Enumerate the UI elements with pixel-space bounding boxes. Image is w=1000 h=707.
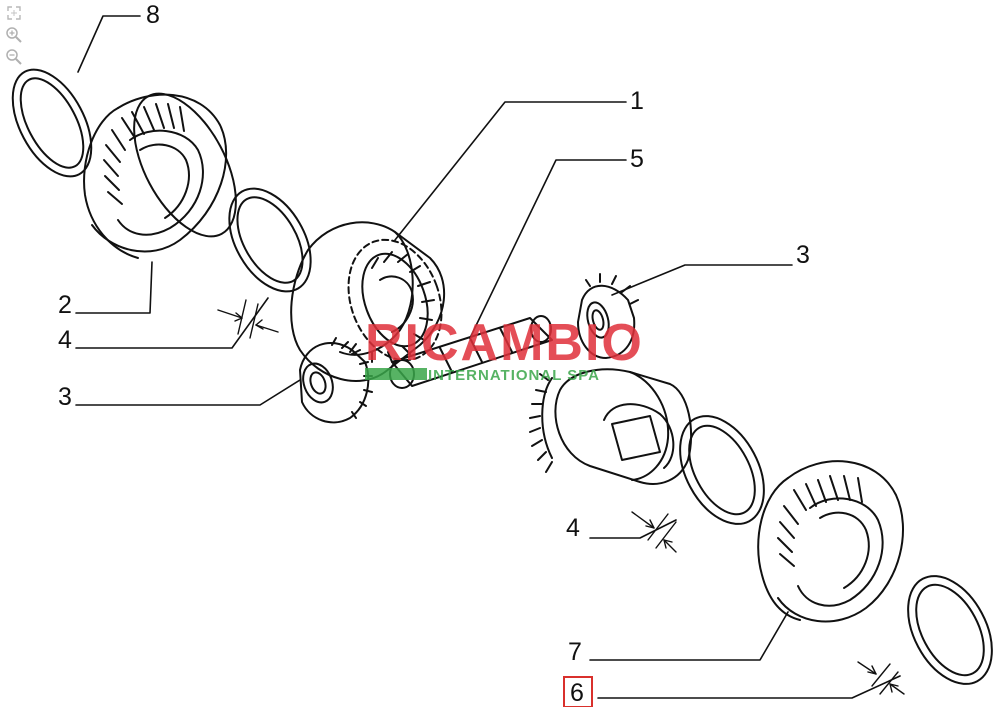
leader-line-7 (589, 611, 789, 661)
differential-case-right[interactable] (529, 368, 693, 485)
watermark-tagline: INTERNATIONAL SPA (428, 367, 600, 384)
thickness-arrow-4-left (217, 299, 279, 339)
callout-8[interactable]: 8 (146, 1, 160, 29)
differential-case-1[interactable] (290, 221, 457, 382)
callout-6[interactable]: 6 (570, 679, 584, 707)
bevel-gear-3-right[interactable] (577, 273, 639, 359)
bearing-7[interactable] (757, 460, 904, 623)
leader-line-4-left (75, 297, 269, 349)
seal-ring-6[interactable] (891, 562, 1000, 698)
callout-1[interactable]: 1 (630, 87, 644, 115)
callout-4-left[interactable]: 4 (58, 326, 72, 354)
callout-5[interactable]: 5 (630, 145, 644, 173)
seal-ring-8[interactable] (0, 57, 107, 189)
callout-7[interactable]: 7 (568, 638, 582, 666)
zoom-in-icon (6, 27, 22, 43)
thickness-arrow-4-right (631, 511, 677, 553)
selected-callout-highlight (563, 676, 593, 707)
leader-line-4-right (589, 519, 677, 539)
viewer-toolbar (4, 4, 26, 66)
watermark-green-bar (365, 368, 427, 380)
fit-to-screen-icon (7, 6, 21, 20)
zoom-in-button[interactable] (4, 26, 24, 44)
leader-line-3-right (611, 264, 793, 296)
watermark: RICAMBIO INTERNATIONAL SPA (365, 314, 644, 384)
callout-3-left[interactable]: 3 (58, 383, 72, 411)
thickness-arrow-6 (857, 661, 905, 695)
leader-line-2 (75, 261, 153, 314)
zoom-out-icon (6, 49, 22, 65)
fit-to-screen-button[interactable] (4, 4, 24, 22)
bearing-2[interactable] (74, 61, 286, 269)
leader-line-1 (394, 101, 627, 241)
callout-3-right[interactable]: 3 (796, 241, 810, 269)
leader-line-5 (469, 159, 627, 339)
callout-2[interactable]: 2 (58, 291, 72, 319)
leader-line-6 (597, 675, 901, 699)
shim-ring-4-right[interactable] (663, 402, 781, 538)
leader-line-3-left (75, 379, 301, 406)
leader-line-8 (77, 15, 141, 73)
zoom-out-button[interactable] (4, 48, 24, 66)
shim-ring-4-left[interactable] (213, 175, 328, 306)
watermark-brand: RICAMBIO (365, 314, 644, 372)
callout-4-right[interactable]: 4 (566, 514, 580, 542)
